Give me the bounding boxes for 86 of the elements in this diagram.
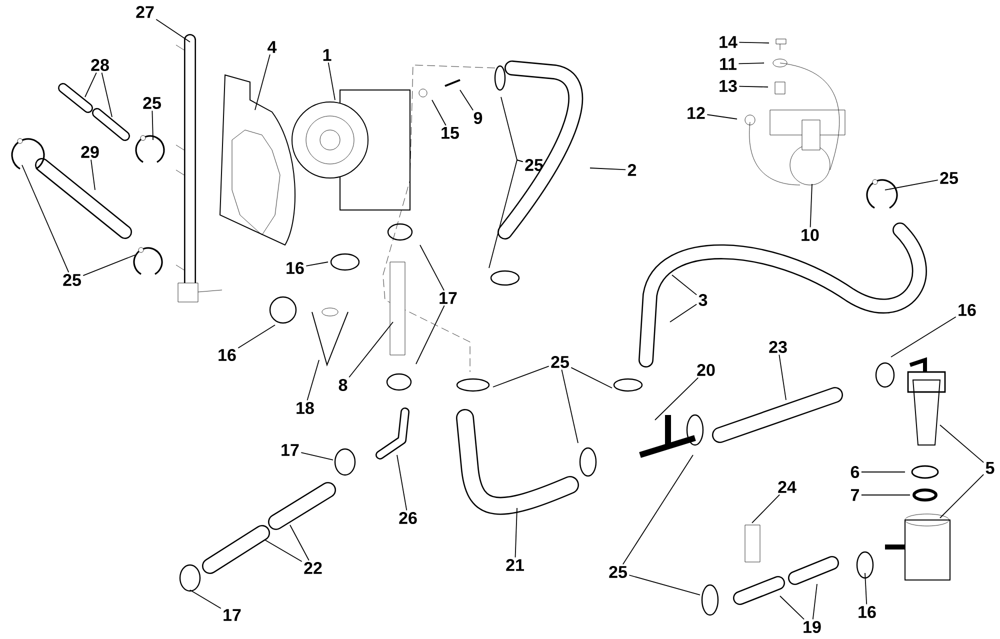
leader-line [306, 360, 320, 401]
callout-number: 4 [268, 41, 277, 53]
callout-number: 25 [609, 566, 627, 578]
leader-line [780, 596, 804, 620]
callout-number: 16 [958, 304, 976, 316]
leader-line [561, 369, 578, 444]
callout-number: 8 [338, 378, 348, 392]
callout-number: 16 [858, 606, 876, 618]
leader-line [306, 262, 328, 266]
callout-number: 12 [688, 107, 705, 119]
callout-number: 1 [323, 49, 332, 61]
leader-line [864, 572, 868, 605]
leader-line [810, 184, 812, 228]
leader-line [101, 72, 112, 118]
callout-number: 6 [850, 466, 860, 478]
callout-number: 5 [986, 462, 994, 474]
callout-number: 11 [720, 58, 737, 70]
leader-line [82, 254, 136, 276]
leader-line [884, 180, 938, 190]
callout-number: 23 [769, 340, 787, 354]
callout-number: 25 [63, 274, 81, 286]
leader-line [738, 86, 768, 88]
callout-number: 25 [551, 356, 569, 368]
leader-line [812, 584, 818, 620]
leader-line [514, 508, 518, 558]
leader-line [22, 164, 70, 273]
leader-line [738, 42, 770, 44]
callout-number: 10 [802, 228, 819, 242]
callout-number: 7 [851, 489, 859, 501]
callout-number: 29 [81, 146, 99, 158]
leader-line [706, 114, 738, 120]
leader-line [432, 100, 446, 126]
callout-number: 17 [440, 292, 457, 304]
callout-number: 14 [720, 36, 738, 48]
leader-line [460, 90, 474, 111]
leader-line [622, 454, 694, 565]
callout-number: 16 [286, 262, 304, 274]
leader-line [488, 159, 524, 268]
leader-line [290, 524, 310, 561]
leader-line [752, 494, 780, 524]
leader-line [654, 377, 699, 420]
leader-line [416, 305, 445, 364]
leader-line [778, 354, 786, 400]
callout-number: 9 [474, 112, 482, 124]
leader-line [156, 18, 190, 42]
callout-number: 25 [143, 96, 161, 110]
leader-line [328, 62, 336, 100]
leader-line [860, 494, 910, 496]
leader-line [84, 72, 97, 98]
leader-line [670, 304, 698, 322]
callout-number: 13 [720, 80, 737, 92]
callout-number: 16 [218, 348, 236, 362]
leader-line [940, 474, 984, 518]
leader-line [396, 454, 408, 511]
leader-line [90, 159, 96, 190]
leader-line [890, 316, 956, 358]
leader-line [570, 367, 612, 388]
callout-number: 17 [282, 444, 299, 456]
callout-number: 25 [940, 172, 958, 184]
callout-number: 2 [628, 164, 636, 176]
callout-number: 22 [304, 562, 322, 574]
callout-number: 26 [399, 512, 417, 524]
leader-line [300, 452, 334, 460]
callout-number: 27 [136, 6, 154, 18]
callout-number: 28 [91, 58, 109, 72]
leader-line [672, 274, 698, 296]
callout-number: 21 [506, 559, 524, 571]
callout-number: 24 [778, 481, 796, 493]
leader-line [420, 244, 444, 291]
callout-number: 15 [442, 127, 459, 139]
callout-number: 20 [697, 364, 715, 376]
callout-number: 17 [224, 609, 241, 621]
callout-number: 19 [804, 620, 821, 634]
leader-line [152, 110, 154, 140]
callout-number: 3 [698, 294, 708, 306]
leader-line [348, 322, 394, 378]
leader-line [590, 168, 626, 170]
leader-line [254, 54, 270, 110]
leader-line [492, 366, 550, 388]
leader-line [238, 324, 276, 348]
leader-line [738, 62, 764, 64]
leader-line [264, 540, 302, 562]
leader-line [628, 574, 700, 596]
leader-line [940, 424, 984, 463]
callout-number: 18 [296, 402, 314, 414]
leader-line [190, 590, 222, 609]
